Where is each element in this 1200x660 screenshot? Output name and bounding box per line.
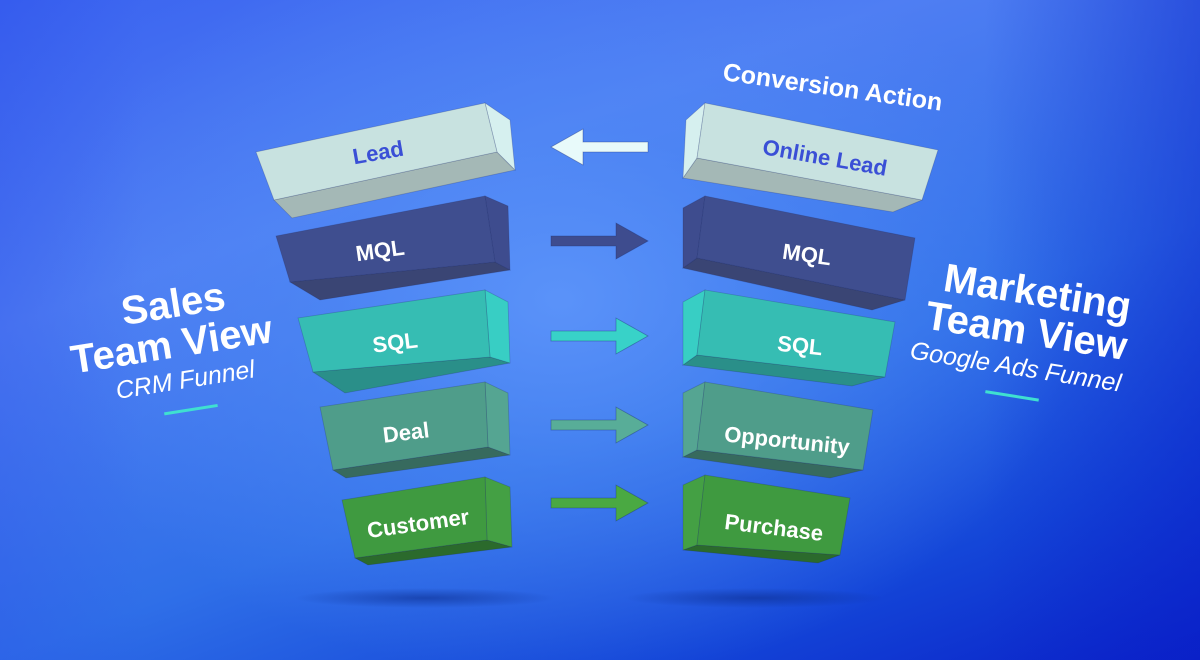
marketing-team-view-title: Marketing Team View Google Ads Funnel xyxy=(908,256,1134,402)
box-label: SQL xyxy=(371,327,419,357)
ads-stage-online-lead: Online Lead xyxy=(682,101,939,213)
arrow-right-icon xyxy=(550,406,649,444)
right-funnel-shadow xyxy=(625,588,885,608)
box-front-face xyxy=(696,289,896,378)
ads-stage-sql: SQL xyxy=(681,289,896,387)
box-front-face xyxy=(341,476,488,559)
marketing-underline xyxy=(985,390,1039,402)
box-label: SQL xyxy=(776,331,824,361)
box-front-face xyxy=(275,195,496,283)
sales-team-view-title: Sales Team View CRM Funnel xyxy=(68,274,276,416)
box-front-face xyxy=(297,289,491,373)
crm-stage-lead: Lead xyxy=(255,102,516,219)
conversion-action-label: Conversion Action xyxy=(721,58,944,117)
box-side-face xyxy=(484,381,511,456)
box-front-face xyxy=(255,102,498,201)
left-funnel-shadow xyxy=(295,588,555,608)
ads-stage-mql: MQL xyxy=(682,195,916,311)
crm-stage-mql: MQL xyxy=(275,195,512,301)
box-front-face xyxy=(696,102,939,201)
arrow-right-icon xyxy=(550,317,649,355)
box-front-face xyxy=(319,381,489,471)
arrow-right-icon xyxy=(550,484,649,522)
box-front-face xyxy=(696,195,916,301)
box-front-face xyxy=(696,474,851,556)
mapping-arrows xyxy=(550,128,649,522)
crm-stage-sql: SQL xyxy=(297,289,511,394)
box-front-face xyxy=(696,381,874,471)
ads-stage-opportunity: Opportunity xyxy=(681,381,874,479)
sales-underline xyxy=(164,403,218,416)
crm-stage-customer: Customer xyxy=(341,476,513,566)
box-label: Deal xyxy=(381,417,430,447)
box-side-face xyxy=(484,476,513,548)
crm-stage-deal: Deal xyxy=(319,381,511,479)
ads-stage-purchase: Purchase xyxy=(682,474,851,564)
box-side-face xyxy=(484,289,511,364)
arrow-right-icon xyxy=(550,222,649,260)
arrow-left-icon xyxy=(550,128,649,166)
